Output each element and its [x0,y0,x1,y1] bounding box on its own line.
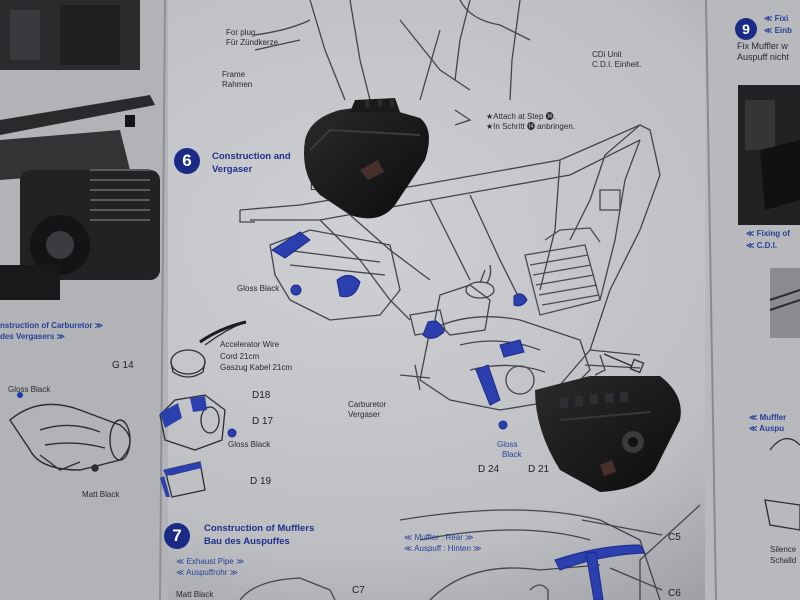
cdi-label-en: CDi Unit [592,50,622,59]
exhaust-pipe-de: ≪ Auspuffrohr ≫ [176,568,238,577]
carburetor-section-left-2: des Vergasers ≫ [0,332,65,341]
plug-label-de: Für Zündkerze [226,38,279,47]
muffler-rear-drawing [239,577,549,600]
carburetor-label-en: Carburetor [348,400,387,409]
cdi-label-de: C.D.I. Einheit. [592,60,642,69]
plug-label-en: For plug [226,28,256,37]
part-d24: D 24 [478,464,500,475]
gloss-black-crankcase-1: Gloss [497,440,518,449]
step-9-silencer-2: Schalld [770,556,797,565]
step-9-number: 9 [735,18,757,40]
page-fold-right [705,0,717,600]
step-7-title-line2: Bau des Auspuffes [204,536,290,547]
frame-label-de: Rahmen [222,80,253,89]
bolt-drawing [603,353,645,374]
step-6-title-line2: Vergaser [212,164,253,175]
carburetor-blue-paint [160,396,207,497]
step-6-title-line1: Construction and [212,151,291,162]
attach-note-de: ★In Schritt ⓮ anbringen. [486,122,575,131]
step-7-number: 7 [164,523,190,549]
carburetor-section-left-1: nstruction of Carburetor ≫ [0,321,104,330]
accelerator-wire-label-3: Gaszug Kabel 21cm [220,363,293,372]
step-9-fix-line2: Auspuff nicht [737,52,789,62]
part-c5: C5 [668,532,681,543]
accelerator-wire-label-1: Accelerator Wire [220,340,280,349]
muffler-rear-en: ≪ Muffler : Rear ≫ [404,533,474,542]
accelerator-wire [199,320,247,344]
side-cover-black-part [535,376,681,492]
attach-note-en: ★Attach at Step ⓮. [486,112,556,121]
gloss-black-crankcase-2: Black [502,450,522,459]
right-page-photos [738,85,800,531]
part-d-top: D [310,182,318,193]
airbox-black-part [304,98,429,219]
step-9-fix-line1: Fix Muffler w [737,41,788,51]
blue-painted-details [227,231,646,600]
left-engine-illustration [0,0,160,300]
matt-black-bottom: Matt Black [176,590,214,599]
matt-black-left: Matt Black [82,490,120,499]
part-d18: D18 [252,390,271,401]
part-c7: C7 [352,585,365,596]
gloss-black-carb: Gloss Black [228,440,271,449]
step-9-auspu-tag: ≪ Auspu [749,424,785,433]
step-9-fixi-tag: ≪ Fixi [764,14,789,23]
exhaust-pipe-en: ≪ Exhaust Pipe ≫ [176,557,245,566]
accelerator-wire-label-2: Cord 21cm [220,352,260,361]
step-9-fixing-of-tag: ≪ Fixing of [746,229,790,238]
part-d19: D 19 [250,476,272,487]
step-9-cdi-tag: ≪ C.D.I. [746,241,778,250]
step-6-number: 6 [174,148,200,174]
muffler-rear-de: ≪ Auspuff : Hinten ≫ [404,544,482,553]
carburetor-label-de: Vergaser [348,410,381,419]
gloss-black-left: Gloss Black [8,385,51,394]
left-carburetor-drawing [9,392,131,472]
part-d21: D 21 [528,464,550,475]
step-9-einb-tag: ≪ Einb [764,26,792,35]
step-7-title-line1: Construction of Mufflers [204,523,315,534]
part-c6: C6 [668,588,681,599]
step-9-muffler-tag: ≪ Muffler [749,413,787,422]
part-d17: D 17 [252,416,274,427]
page-fold-left [159,0,166,600]
frame-label-en: Frame [222,70,246,79]
part-g14: G 14 [112,360,134,371]
gloss-black-airbox: Gloss Black [237,284,280,293]
step-9-silencer-1: Silence [770,545,797,554]
